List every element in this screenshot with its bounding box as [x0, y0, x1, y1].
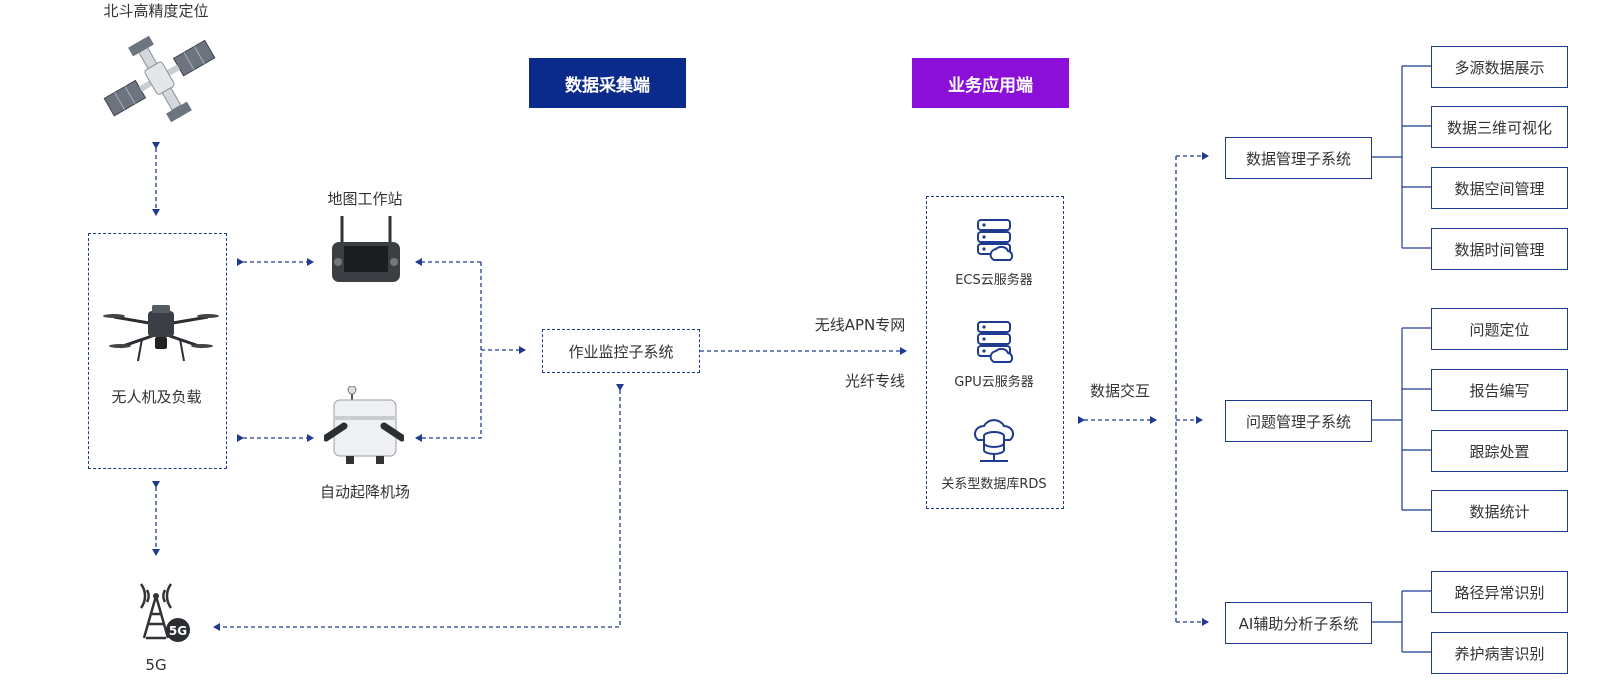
monitor-system-box[interactable]: 作业监控子系统 — [542, 329, 700, 373]
item-path-anomaly[interactable]: 路径异常识别 — [1431, 571, 1568, 613]
subsystem-issue-mgmt[interactable]: 问题管理子系统 — [1225, 400, 1372, 442]
drone-icon — [103, 305, 219, 362]
satellite-icon — [103, 35, 216, 123]
drone-group-box — [88, 233, 227, 469]
collect-header: 数据采集端 — [529, 58, 686, 108]
gpu-label: GPU云服务器 — [954, 375, 1034, 390]
fiber-label: 光纤专线 — [844, 372, 905, 390]
subsystem-data-mgmt[interactable]: 数据管理子系统 — [1225, 137, 1372, 179]
item-tracking[interactable]: 跟踪处置 — [1431, 430, 1568, 472]
fiveg-label: 5G — [145, 656, 167, 674]
drone-dock-icon — [324, 386, 404, 464]
ecs-label: ECS云服务器 — [955, 273, 1033, 288]
remote-controller-icon — [332, 216, 400, 282]
item-report-writing[interactable]: 报告编写 — [1431, 369, 1568, 411]
exchange-label: 数据交互 — [1089, 382, 1150, 400]
item-multi-source-display[interactable]: 多源数据展示 — [1431, 46, 1568, 88]
tree-issue-mgmt — [1372, 327, 1431, 511]
rds-label: 关系型数据库RDS — [941, 477, 1047, 492]
svg-text:5G: 5G — [169, 624, 187, 638]
beidou-label: 北斗高精度定位 — [103, 2, 209, 20]
server-cloud-icon — [977, 219, 1014, 261]
link-bracket-devices — [416, 261, 482, 439]
item-3d-visualization[interactable]: 数据三维可视化 — [1431, 106, 1568, 148]
database-cloud-icon — [973, 419, 1015, 462]
cloud-group-box — [926, 196, 1064, 509]
item-statistics[interactable]: 数据统计 — [1431, 490, 1568, 532]
tower-5g-icon: 5G — [139, 583, 190, 642]
drone-label: 无人机及负载 — [111, 388, 202, 406]
airport-label: 自动起降机场 — [319, 483, 410, 501]
item-time-management[interactable]: 数据时间管理 — [1431, 228, 1568, 270]
item-issue-locate[interactable]: 问题定位 — [1431, 308, 1568, 350]
tree-ai — [1372, 590, 1431, 653]
apn-label: 无线APN专网 — [814, 316, 906, 334]
link-monitor-5g — [213, 384, 624, 631]
item-spatial-management[interactable]: 数据空间管理 — [1431, 167, 1568, 209]
item-defect-recognition[interactable]: 养护病害识别 — [1431, 632, 1568, 674]
subsystem-ai-analysis[interactable]: AI辅助分析子系统 — [1225, 602, 1372, 644]
tree-data-mgmt — [1372, 65, 1431, 249]
map-station-label: 地图工作站 — [327, 190, 403, 208]
business-header: 业务应用端 — [912, 58, 1069, 108]
server-cloud-icon — [977, 321, 1014, 363]
